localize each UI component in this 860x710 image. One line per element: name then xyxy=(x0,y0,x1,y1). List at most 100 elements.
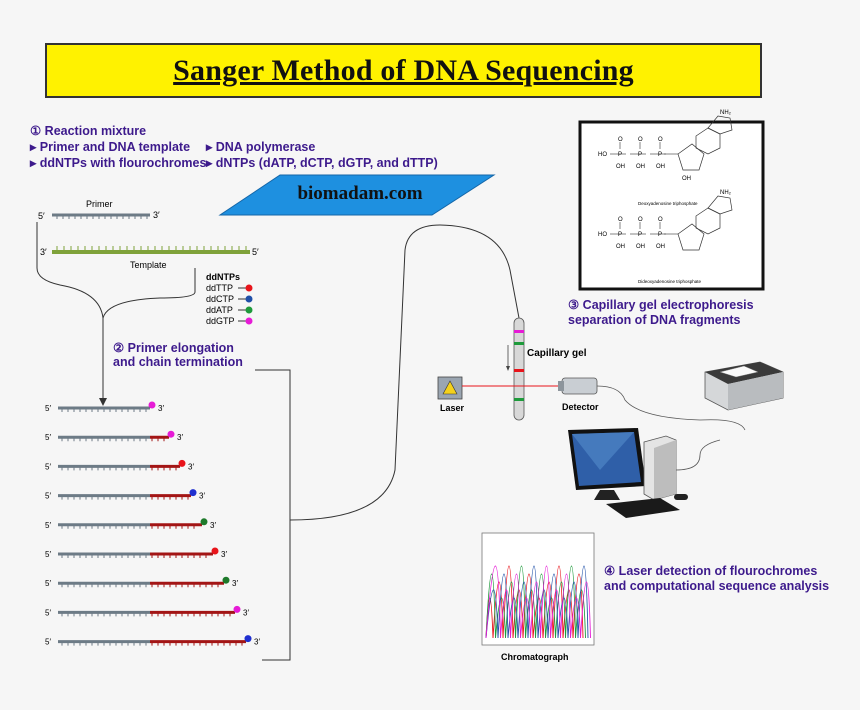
fragment-row: 5′ 3′ xyxy=(45,547,227,559)
capillary-label: Capillary gel xyxy=(527,348,587,359)
title-banner: Sanger Method of DNA Sequencing xyxy=(45,43,762,98)
ddntp-name: ddTTP xyxy=(206,283,233,293)
step3-line2: separation of DNA fragments xyxy=(568,313,741,327)
fragment-five-label: 5′ xyxy=(45,579,51,588)
fragment-ddntp-dot xyxy=(222,576,230,584)
laser-label: Laser xyxy=(440,403,465,413)
fragment-three-label: 3′ xyxy=(232,579,238,588)
primer-three-label: 3′ xyxy=(153,210,160,220)
fragment-ddntp-dot xyxy=(233,605,241,613)
fragment-ddntp-dot xyxy=(178,459,186,467)
atom-label: O xyxy=(638,217,643,223)
ddntps-title: ddNTPs xyxy=(206,272,240,282)
chromatograph-label: Chromatograph xyxy=(501,652,569,662)
fragment-ddntp-dot xyxy=(200,518,208,526)
step1-item-ddntps: ▸ ddNTPs with flourochromes xyxy=(30,156,207,170)
atom-label: P xyxy=(638,232,642,238)
fragment-three-label: 3′ xyxy=(199,492,205,501)
fragments-bracket xyxy=(255,369,291,661)
computer-tower-icon xyxy=(643,435,677,501)
fragment-row: 5′ 3′ xyxy=(45,518,216,530)
dideoxy-atp-caption: Dideoxyadenosine triphosphate xyxy=(638,279,702,284)
fragment-ddntp-dot xyxy=(167,430,175,438)
fragment-five-label: 5′ xyxy=(45,433,51,442)
atom-label: O xyxy=(658,137,663,143)
fragment-row: 5′3′ xyxy=(45,459,194,471)
step3-line1: ③ Capillary gel electrophoresis xyxy=(568,298,754,312)
atom-label: NH₂ xyxy=(720,110,732,116)
atom-label: O xyxy=(658,217,663,223)
printer-icon xyxy=(704,361,784,411)
watermark-text-wrap: biomadam.com xyxy=(270,183,450,205)
fragment-three-label: 3′ xyxy=(254,638,260,647)
primer-label: Primer xyxy=(86,199,113,209)
step4-line2: and computational sequence analysis xyxy=(604,579,830,593)
ddntp-name: ddGTP xyxy=(206,316,235,326)
atom-label: HO xyxy=(598,232,607,238)
fragment-row: 5′ 3′ xyxy=(45,576,238,588)
fragment-five-label: 5′ xyxy=(45,492,51,501)
fragment-five-label: 5′ xyxy=(45,608,51,617)
fragment-three-label: 3′ xyxy=(177,433,183,442)
atom-label: O xyxy=(618,137,623,143)
atom-label: P xyxy=(658,152,662,158)
ddntp-dot xyxy=(245,317,253,325)
atom-label: P xyxy=(618,232,622,238)
ddntp-name: ddCTP xyxy=(206,294,234,304)
capillary-gel: Capillary gel xyxy=(506,317,587,421)
chromatogram-trace xyxy=(485,565,584,639)
fragment-ddntp-dot xyxy=(211,547,219,555)
primer-connector xyxy=(36,222,104,400)
template-label: Template xyxy=(130,260,167,270)
atom-label: NH₂ xyxy=(720,190,732,196)
fragment-ddntp-dot xyxy=(148,401,156,409)
chromatograph: Chromatograph xyxy=(481,532,595,662)
step1-item-primer: ▸ Primer and DNA template xyxy=(30,140,191,154)
watermark-banner xyxy=(218,174,496,216)
atom-label: P xyxy=(658,232,662,238)
step1-item-dntps: ▸ dNTPs (dATP, dCTP, dGTP, and dTTP) xyxy=(206,156,438,170)
atom-label: OH xyxy=(616,244,625,250)
watermark-text: biomadam.com xyxy=(297,183,423,204)
template-five-label: 5′ xyxy=(252,247,259,257)
atom-label: OH xyxy=(656,244,665,250)
ddntp-name: ddATP xyxy=(206,305,233,315)
step2-line1: ② Primer elongation xyxy=(113,341,234,355)
fragment-three-label: 3′ xyxy=(158,404,164,413)
step4-line1: ④ Laser detection of flourochromes xyxy=(604,564,818,578)
atom-label: O xyxy=(618,217,623,223)
fragment-three-label: 3′ xyxy=(243,608,249,617)
atom-label: HO xyxy=(598,152,607,158)
fragment-five-label: 5′ xyxy=(45,550,51,559)
ddntp-dot xyxy=(245,306,253,314)
fragment-list: 5′3′5′3′5′3′5′3′5′3′5′3′5′3′5′3′5′3′ xyxy=(45,401,260,647)
computer-monitor-icon xyxy=(568,428,646,500)
fragment-three-label: 3′ xyxy=(221,550,227,559)
step2-line2: and chain termination xyxy=(113,355,243,369)
fragment-five-label: 5′ xyxy=(45,521,51,530)
ddntp-dot xyxy=(245,295,253,303)
atom-label: OH xyxy=(636,244,645,250)
atom-label: OH xyxy=(616,164,625,170)
elongation-arrowhead xyxy=(99,398,107,406)
dideoxy-atp-structure: HO P O OH P O OH P O OH NH₂ xyxy=(598,190,733,251)
atom-label: P xyxy=(618,152,622,158)
laser-device: Laser xyxy=(437,376,566,413)
fragment-row: 5′ 3′ xyxy=(45,605,249,617)
atom-label: OH xyxy=(656,164,665,170)
deoxy-atp-caption: Deoxyadenosine triphosphate xyxy=(638,201,698,206)
mouse-icon xyxy=(674,494,688,500)
fragment-row: 5′ 3′ xyxy=(45,489,205,501)
fragment-three-label: 3′ xyxy=(188,462,194,471)
fragment-three-label: 3′ xyxy=(210,521,216,530)
ddntp-connector xyxy=(102,268,196,319)
ddntp-dot xyxy=(245,284,253,292)
step1-item-polymerase: ▸ DNA polymerase xyxy=(206,140,316,154)
primer-strand: 5′ 3′ Primer xyxy=(38,199,160,221)
detector-device: Detector xyxy=(558,377,599,412)
page-title: Sanger Method of DNA Sequencing xyxy=(173,53,634,87)
